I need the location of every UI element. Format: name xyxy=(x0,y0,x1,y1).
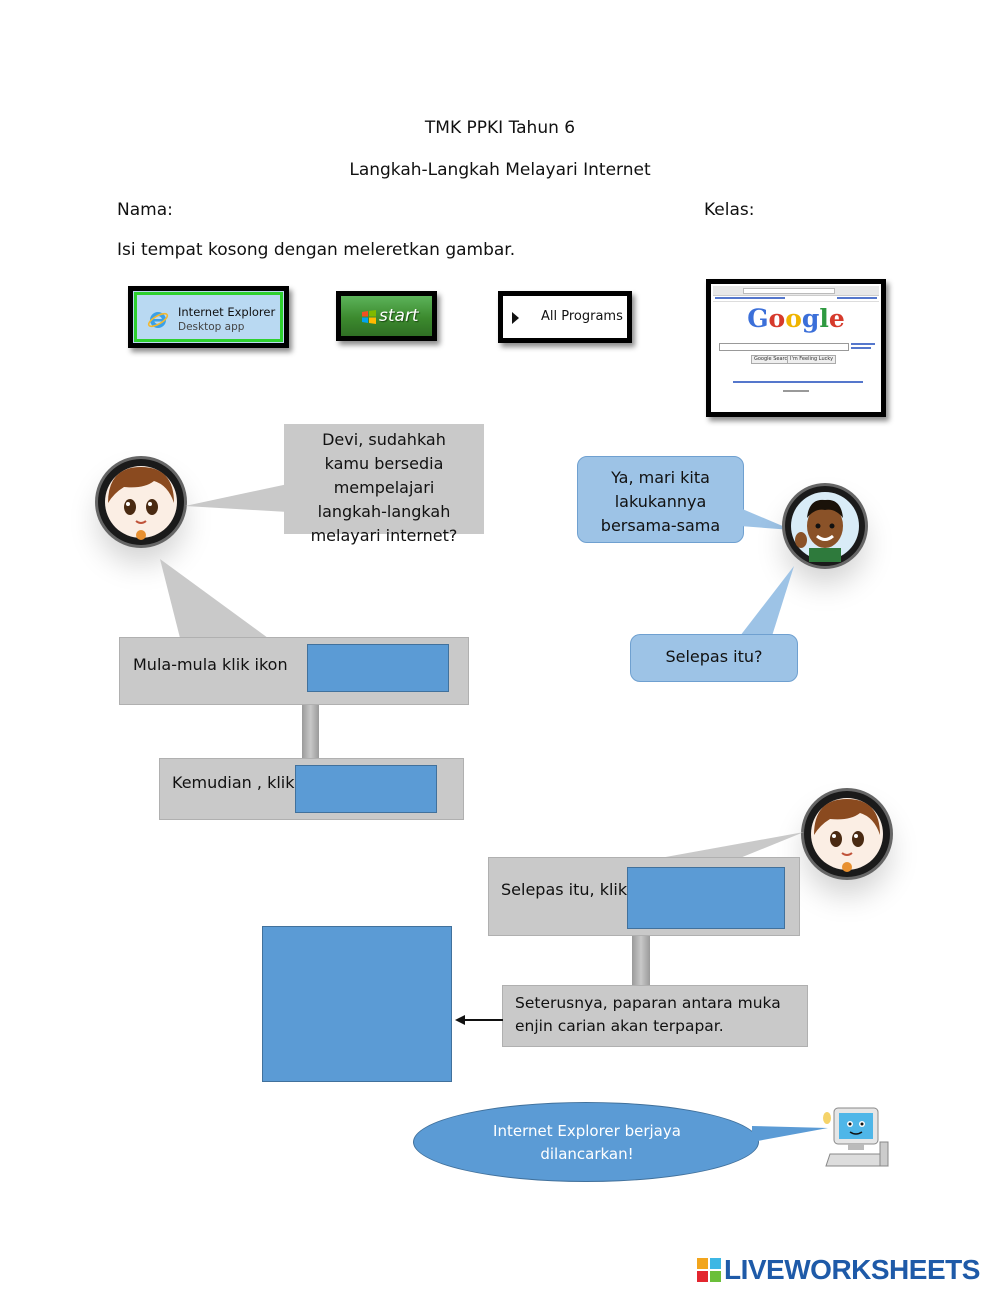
step3-text: Selepas itu, klik xyxy=(501,880,628,899)
liveworksheets-logo-icon xyxy=(697,1258,721,1282)
speech-tail xyxy=(660,832,804,858)
google-footer-links xyxy=(733,381,863,383)
all-programs-label: All Programs xyxy=(541,309,623,324)
google-homepage-card[interactable]: Google Google Search I'm Feeling Lucky xyxy=(706,279,886,417)
google-lucky-button: I'm Feeling Lucky xyxy=(787,355,837,364)
speech-tail xyxy=(740,566,794,636)
speech-tail xyxy=(740,508,792,530)
instruction-text: Isi tempat kosong dengan meleretkan gamb… xyxy=(117,240,516,260)
google-search-field xyxy=(719,343,849,351)
girl-avatar xyxy=(804,791,890,877)
ie-card-subtitle: Desktop app xyxy=(178,321,245,333)
arrow-right-icon xyxy=(512,312,519,324)
browser-toolbar xyxy=(713,286,879,296)
boy-ask-next-bubble: Selepas itu? xyxy=(630,634,798,682)
speech-tail xyxy=(185,484,288,512)
step1-text: Mula-mula klik ikon xyxy=(133,655,288,674)
girl-question-bubble: Devi, sudahkah kamu bersedia mempelajari… xyxy=(284,424,484,545)
step-connector xyxy=(632,936,650,986)
drop-zone-1[interactable] xyxy=(307,644,449,692)
boy-reply-bubble: Ya, mari kita lakukannya bersama-sama xyxy=(577,456,744,543)
worksheet-subject: TMK PPKI Tahun 6 xyxy=(424,118,576,138)
start-button-card[interactable]: start xyxy=(336,291,437,341)
arrow-left-icon xyxy=(455,1015,503,1025)
computer-mascot-icon xyxy=(822,1106,892,1172)
start-label: start xyxy=(379,306,419,326)
kelas-label: Kelas: xyxy=(704,200,755,220)
worksheet-title: Langkah-Langkah Melayari Internet xyxy=(349,160,651,180)
step2-text: Kemudian , klik xyxy=(172,773,295,792)
nama-label: Nama: xyxy=(117,200,173,220)
google-top-links xyxy=(713,297,879,302)
girl-avatar xyxy=(98,459,184,545)
all-programs-card[interactable]: All Programs xyxy=(498,291,632,343)
speech-tail xyxy=(160,559,268,638)
ie-desktop-app-card[interactable]: Internet Explorer Desktop app xyxy=(128,286,289,348)
drop-zone-3[interactable] xyxy=(627,867,785,929)
drop-zone-2[interactable] xyxy=(295,765,437,813)
ie-card-title: Internet Explorer xyxy=(178,305,276,319)
final-message-ellipse: Internet Explorer berjaya dilancarkan! xyxy=(413,1102,759,1182)
drop-zone-4[interactable] xyxy=(262,926,452,1082)
boy-avatar xyxy=(785,486,865,566)
liveworksheets-logo-text: LIVEWORKSHEETS xyxy=(724,1254,980,1285)
internet-explorer-icon xyxy=(147,309,169,331)
final-message: Internet Explorer berjaya dilancarkan! xyxy=(493,1122,681,1163)
windows-logo-icon xyxy=(361,309,377,325)
step4-box: Seterusnya, paparan antara muka enjin ca… xyxy=(502,985,808,1047)
speech-tail xyxy=(752,1126,828,1142)
google-logo: Google xyxy=(747,304,845,333)
step-connector xyxy=(302,705,319,758)
